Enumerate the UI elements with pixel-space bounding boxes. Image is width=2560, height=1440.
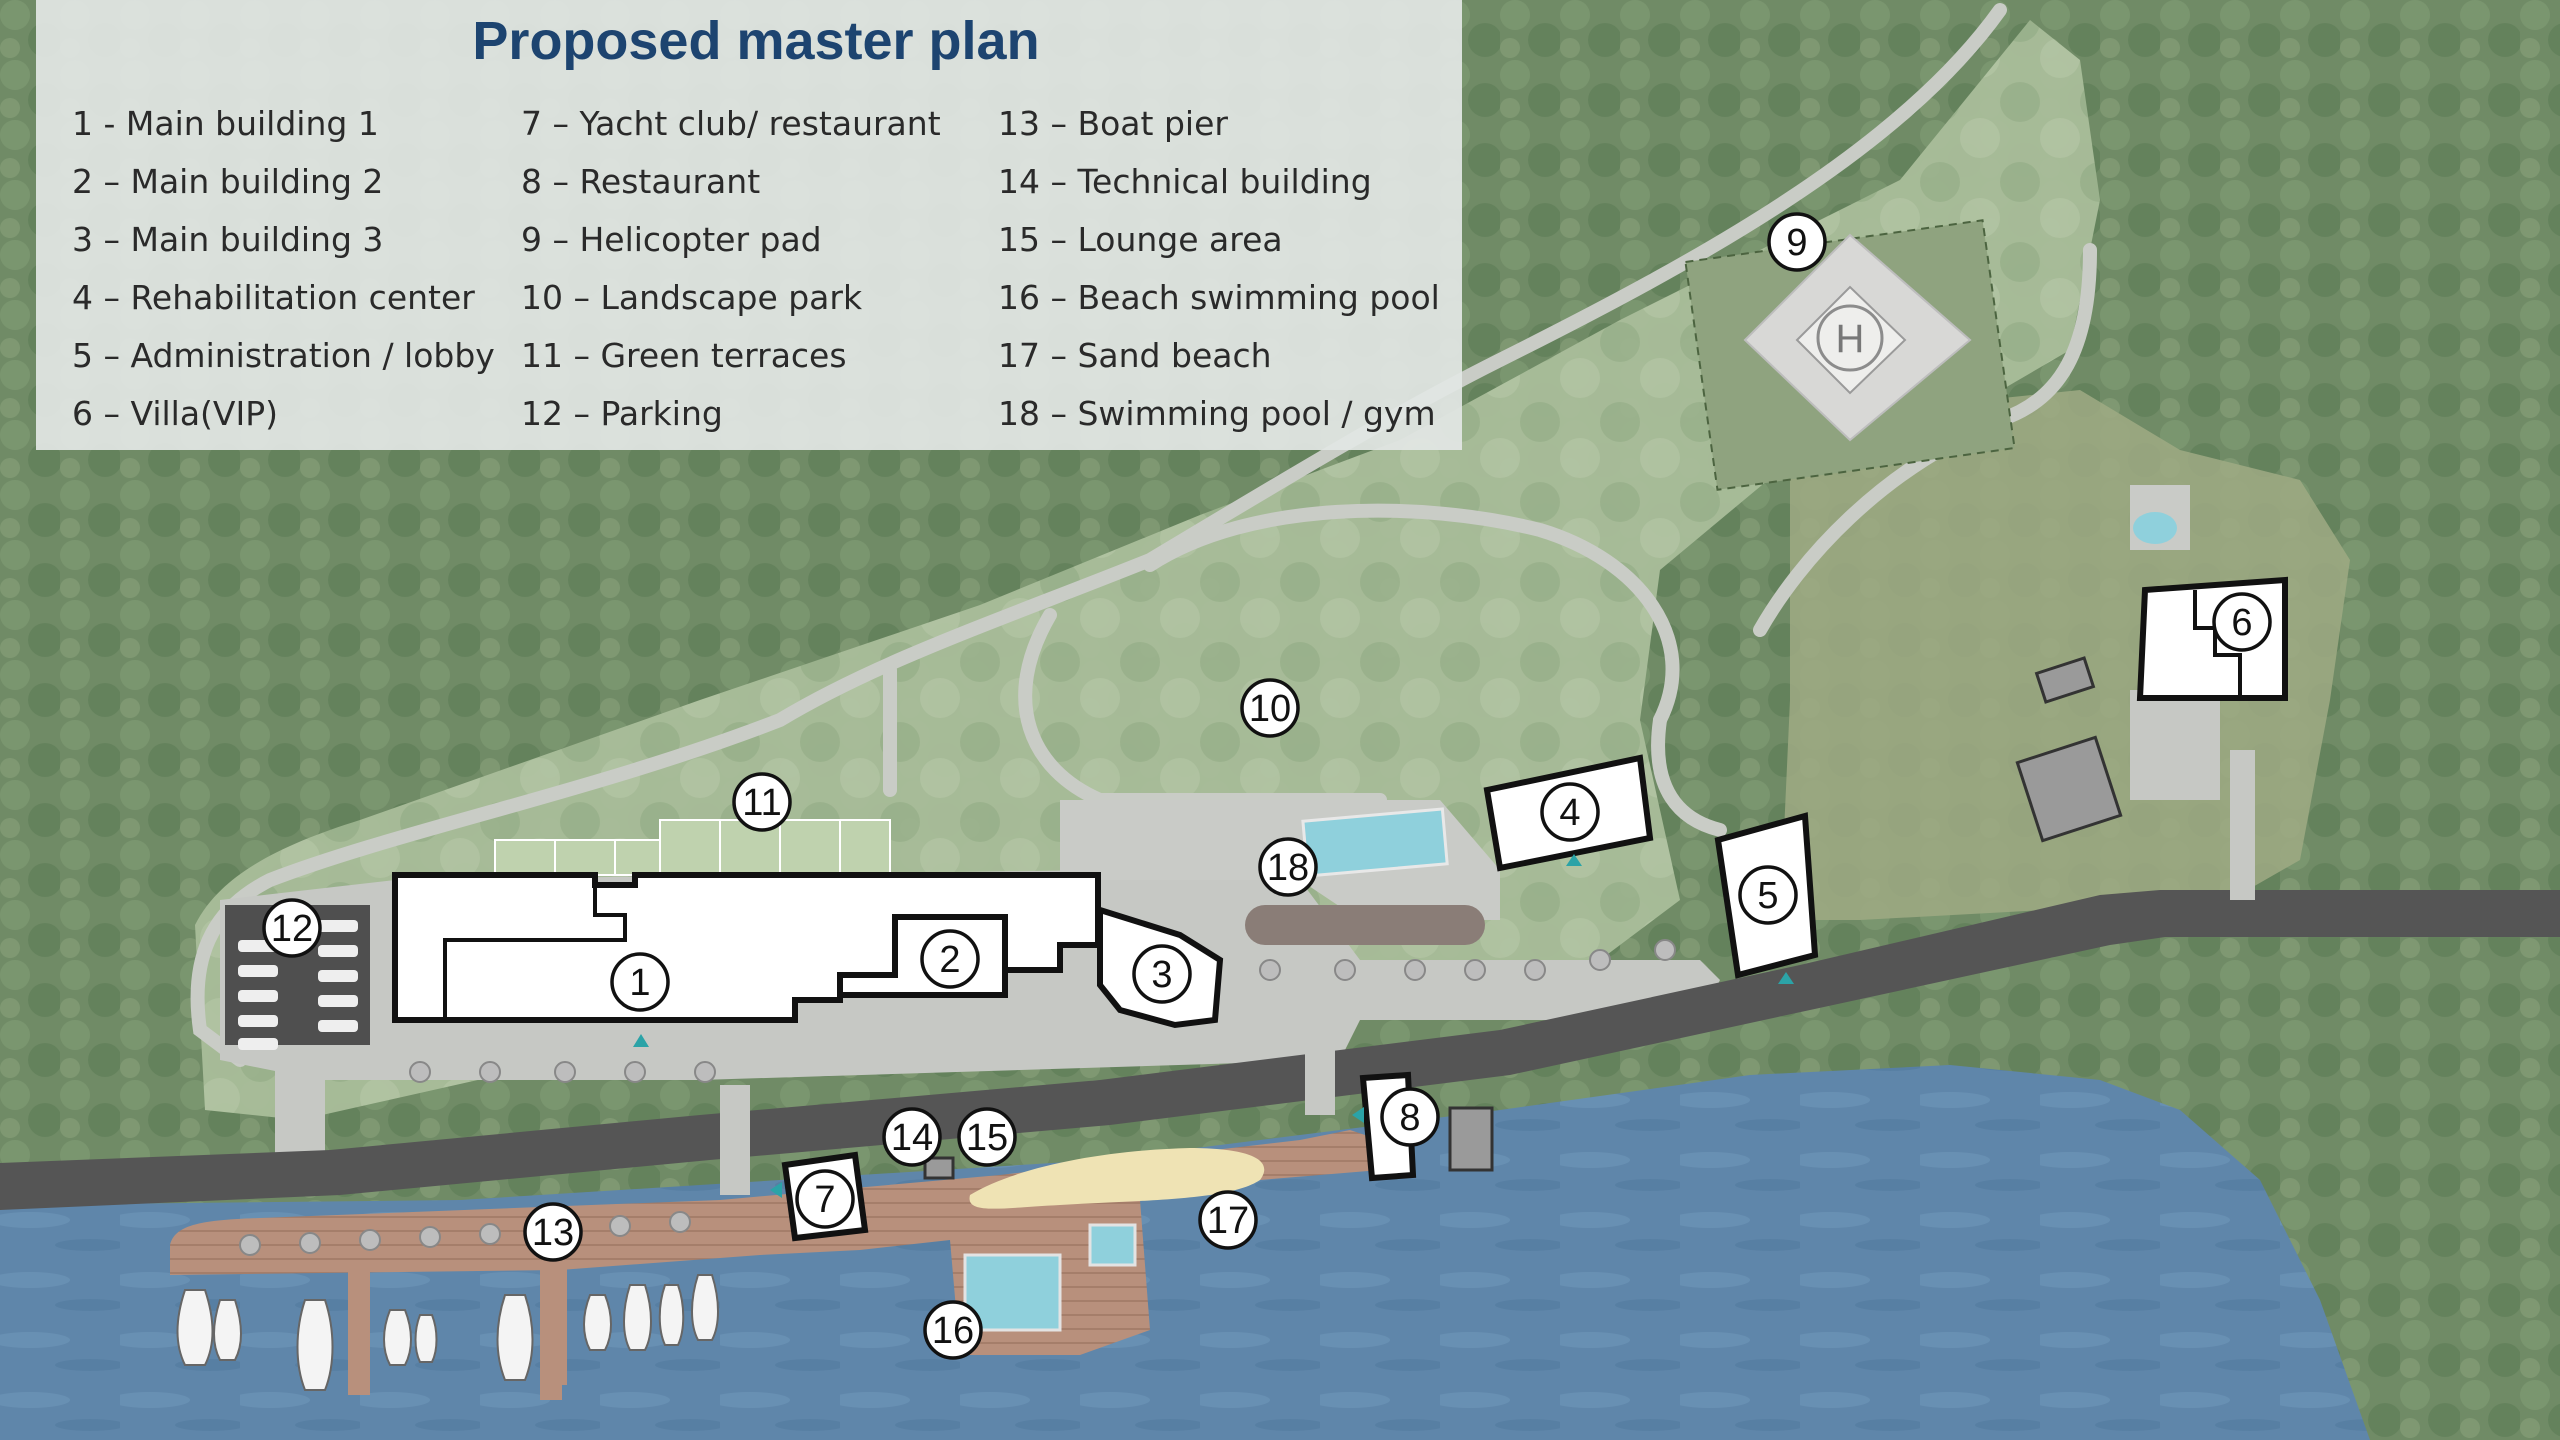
legend-item: 4 – Rehabilitation center [72, 278, 475, 317]
marker-13-label: 13 [532, 1212, 574, 1254]
legend-item: 14 – Technical building [998, 162, 1372, 201]
legend-item: 11 – Green terraces [521, 336, 847, 375]
marker-17[interactable]: 17 [1198, 1190, 1258, 1250]
marker-13[interactable]: 13 [523, 1202, 583, 1262]
legend-column-2: 7 – Yacht club/ restaurant 8 – Restauran… [521, 95, 941, 443]
legend-item: 1 - Main building 1 [72, 104, 379, 143]
green-terraces [494, 819, 891, 876]
marker-18-label: 18 [1267, 847, 1309, 889]
marker-6[interactable]: 6 [2212, 592, 2272, 652]
beach-pool-small [1088, 1223, 1137, 1267]
legend-item: 12 – Parking [521, 394, 723, 433]
marker-17-label: 17 [1207, 1200, 1249, 1242]
legend-item: 6 – Villa(VIP) [72, 394, 279, 433]
marker-10[interactable]: 10 [1240, 678, 1300, 738]
promenade-trees [239, 939, 1676, 1256]
marker-2[interactable]: 2 [920, 929, 980, 989]
villa-driveway [2130, 690, 2220, 800]
marker-4[interactable]: 4 [1540, 782, 1600, 842]
legend-panel: Proposed master plan 1 - Main building 1… [36, 0, 1462, 450]
marker-12-label: 12 [271, 908, 313, 950]
marker-11[interactable]: 11 [732, 772, 792, 832]
marker-16-label: 16 [932, 1310, 974, 1352]
marker-8[interactable]: 8 [1380, 1087, 1440, 1147]
legend-item: 17 – Sand beach [998, 336, 1272, 375]
legend-item: 13 – Boat pier [998, 104, 1228, 143]
marker-5-label: 5 [1757, 875, 1778, 917]
marker-7-label: 7 [814, 1179, 835, 1221]
park-paths [190, 3, 2097, 1067]
legend-item: 16 – Beach swimming pool [998, 278, 1440, 317]
marker-14[interactable]: 14 [882, 1107, 942, 1167]
legend-column-3: 13 – Boat pier 14 – Technical building 1… [998, 95, 1440, 443]
legend-item: 3 – Main building 3 [72, 220, 384, 259]
legend-item: 10 – Landscape park [521, 278, 863, 317]
legend-item: 15 – Lounge area [998, 220, 1283, 259]
legend-item: 5 – Administration / lobby [72, 336, 495, 375]
marker-14-label: 14 [891, 1117, 933, 1159]
villa-pool-water [2133, 512, 2177, 544]
marker-12[interactable]: 12 [262, 898, 322, 958]
legend-item: 7 – Yacht club/ restaurant [521, 104, 941, 143]
legend-item: 18 – Swimming pool / gym [998, 394, 1436, 433]
marker-9-label: 9 [1786, 222, 1807, 264]
entrance-markers [633, 854, 1794, 1198]
main-road [0, 890, 2560, 1210]
pier-fingers [348, 1265, 567, 1400]
helipad-letter: H [1836, 317, 1865, 361]
marker-8-label: 8 [1399, 1097, 1420, 1139]
page-title: Proposed master plan [472, 11, 1040, 71]
marker-1[interactable]: 1 [610, 952, 670, 1012]
sand-beach [969, 1148, 1265, 1209]
beach-pool [963, 1253, 1062, 1332]
marker-9[interactable]: 9 [1767, 212, 1827, 272]
gym-pool-area [1245, 807, 1485, 945]
marker-6-label: 6 [2231, 602, 2252, 644]
helicopter-pad: H [1684, 219, 2016, 491]
legend-item: 8 – Restaurant [521, 162, 761, 201]
legend-column-1: 1 - Main building 1 2 – Main building 2 … [72, 95, 495, 443]
building-interior-lines [443, 590, 2242, 1020]
boats [176, 1274, 719, 1391]
marker-3[interactable]: 3 [1132, 944, 1192, 1004]
marker-3-label: 3 [1151, 954, 1172, 996]
marker-10-label: 10 [1249, 688, 1291, 730]
road-connectors [720, 750, 2255, 1195]
marker-5[interactable]: 5 [1738, 865, 1798, 925]
marker-11-label: 11 [742, 782, 781, 824]
marker-2-label: 2 [939, 939, 960, 981]
marker-7[interactable]: 7 [795, 1169, 855, 1229]
legend-item: 9 – Helicopter pad [521, 220, 822, 259]
map-markers: 1 2 3 4 5 6 7 8 9 10 11 12 13 14 15 16 1… [262, 212, 2272, 1360]
marker-1-label: 1 [629, 962, 650, 1004]
marker-16[interactable]: 16 [923, 1300, 983, 1360]
marker-4-label: 4 [1559, 792, 1580, 834]
marker-15-label: 15 [966, 1117, 1008, 1159]
legend-item: 2 – Main building 2 [72, 162, 384, 201]
marker-15[interactable]: 15 [957, 1107, 1017, 1167]
grey-structures [923, 656, 2123, 1180]
marker-18[interactable]: 18 [1258, 837, 1318, 897]
